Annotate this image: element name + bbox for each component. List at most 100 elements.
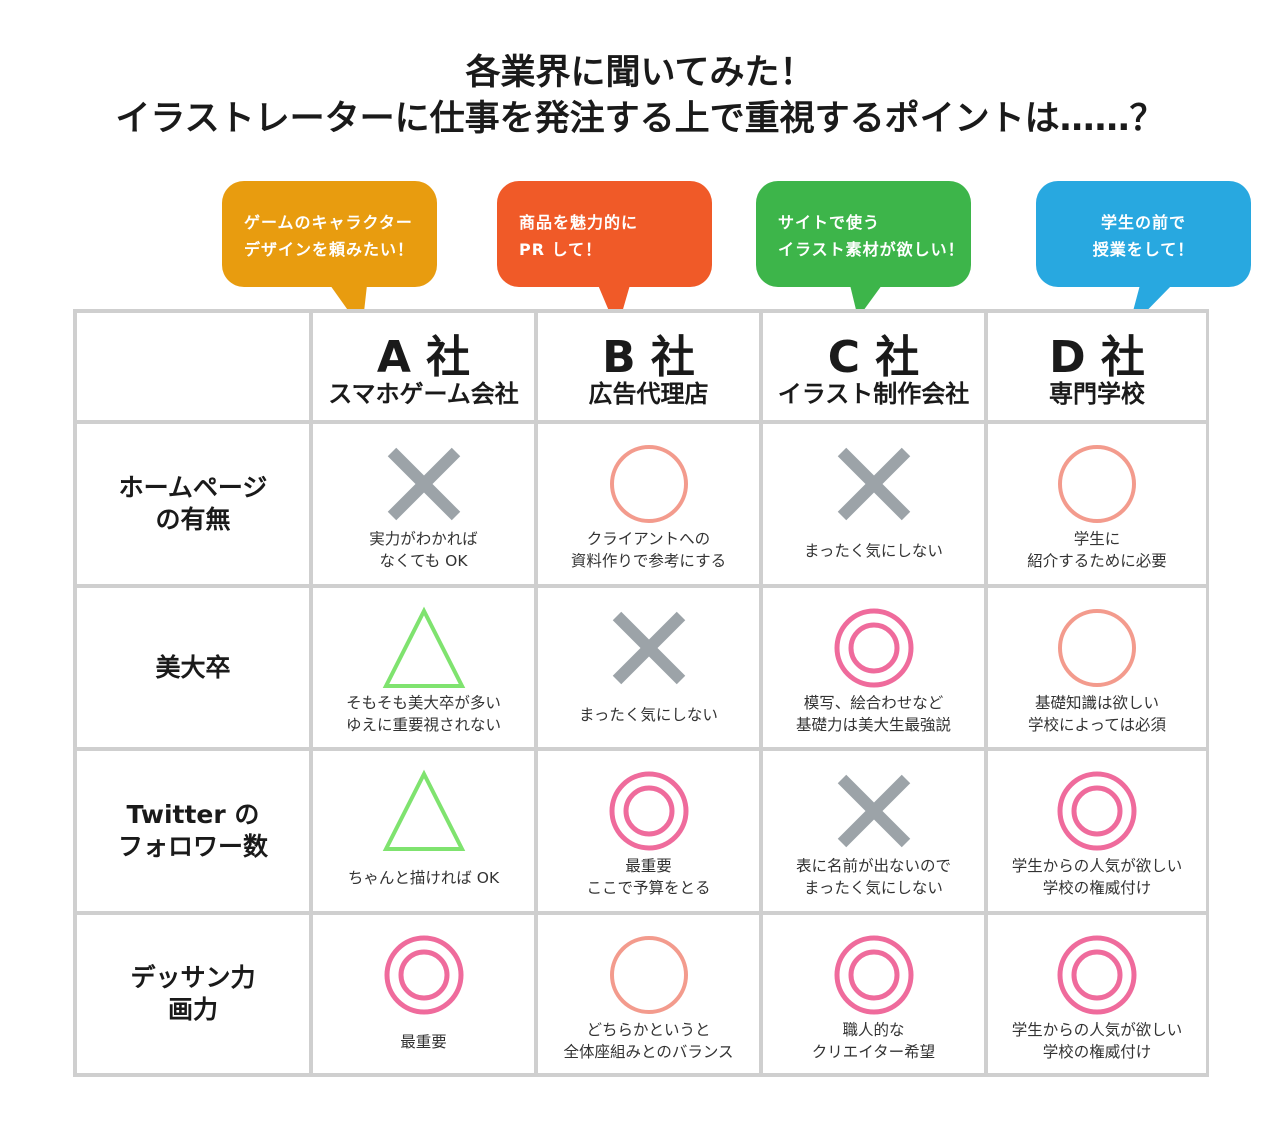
circle-mark-icon	[1058, 609, 1136, 687]
evaluation-cell: 学生に紹介するために必要	[988, 424, 1206, 584]
evaluation-note-line: 学校によっては必須	[1028, 716, 1166, 734]
evaluation-note: 学生からの人気が欲しい学校の権威付け	[988, 855, 1206, 899]
evaluation-note-line: ちゃんと描ければ OK	[347, 869, 500, 887]
evaluation-note-line: 表に名前が出ないので	[795, 857, 951, 875]
evaluation-note-line: 基礎知識は欲しい	[1034, 694, 1159, 712]
triangle-mark-icon	[382, 769, 465, 851]
evaluation-note-line: 学校の権威付け	[1042, 1043, 1152, 1061]
circle-mark-icon	[609, 445, 688, 523]
evaluation-note-line: 基礎力は美大生最強説	[795, 716, 951, 734]
evaluation-note-line: 実力がわかれば	[369, 530, 478, 548]
evaluation-note: まったく気にしない	[763, 540, 984, 562]
cross-mark-icon	[837, 447, 910, 521]
evaluation-cell: 実力がわかればなくても OK	[313, 424, 534, 584]
double-circle-mark-icon	[384, 935, 463, 1015]
evaluation-note-line: クライアントへの	[586, 530, 711, 548]
cross-mark-icon	[837, 774, 910, 848]
evaluation-note-line: そもそも美大卒が多い	[346, 694, 501, 712]
row-label: デッサン力画力	[130, 962, 255, 1026]
company-header-cell: D 社専門学校	[988, 313, 1206, 420]
evaluation-note: 模写、絵合わせなど基礎力は美大生最強説	[763, 692, 984, 736]
evaluation-note-line: 全体座組みとのバランス	[563, 1043, 734, 1061]
speech-bubble: ゲームのキャラクターデザインを頼みたい！	[222, 181, 437, 287]
bubble-text-line: イラスト素材が欲しい！	[778, 240, 965, 259]
evaluation-cell: まったく気にしない	[538, 588, 759, 747]
evaluation-note-line: まったく気にしない	[804, 542, 943, 560]
circle-mark-icon	[1058, 445, 1136, 523]
evaluation-note-line: 資料作りで参考にする	[570, 552, 727, 570]
evaluation-cell: 学生からの人気が欲しい学校の権威付け	[988, 915, 1206, 1073]
evaluation-cell: まったく気にしない	[763, 424, 984, 584]
evaluation-note: まったく気にしない	[538, 704, 759, 726]
evaluation-note-line: クリエイター希望	[811, 1043, 936, 1061]
row-label: Twitter のフォロワー数	[118, 799, 268, 863]
evaluation-note-line: 学生に	[1073, 530, 1121, 548]
double-circle-mark-icon	[834, 935, 913, 1015]
row-label-line: 美大卒	[155, 652, 231, 682]
company-header-cell: C 社イラスト制作会社	[763, 313, 984, 420]
evaluation-cell: 表に名前が出ないのでまったく気にしない	[763, 751, 984, 911]
company-industry: スマホゲーム会社	[328, 380, 519, 408]
row-label-line: の有無	[155, 505, 231, 534]
evaluation-cell: クライアントへの資料作りで参考にする	[538, 424, 759, 584]
speech-bubble-tail	[1128, 285, 1172, 330]
evaluation-note-line: ゆえに重要視されない	[345, 716, 501, 734]
double-circle-mark-icon	[834, 608, 913, 688]
row-label-line: フォロワー数	[117, 832, 268, 861]
bubble-text-line: ゲームのキャラクター	[244, 213, 413, 232]
speech-bubble: サイトで使うイラスト素材が欲しい！	[756, 181, 971, 287]
evaluation-note: 基礎知識は欲しい学校によっては必須	[988, 692, 1206, 736]
company-name: D 社	[1049, 332, 1145, 383]
page-title-line-2: イラストレーターに仕事を発注する上で重視するポイントは……？	[115, 99, 1165, 139]
evaluation-note: ちゃんと描ければ OK	[313, 867, 534, 889]
company-name: B 社	[602, 332, 695, 383]
evaluation-note: 学生に紹介するために必要	[988, 528, 1206, 572]
row-label-cell: ホームページの有無	[77, 424, 309, 584]
evaluation-note: どちらかというと全体座組みとのバランス	[538, 1019, 759, 1063]
evaluation-note-line: 学生からの人気が欲しい	[1011, 857, 1183, 875]
speech-bubble-tail	[598, 285, 630, 330]
evaluation-note: 学生からの人気が欲しい学校の権威付け	[988, 1019, 1206, 1063]
evaluation-note: 表に名前が出ないのでまったく気にしない	[763, 855, 984, 899]
bubble-text-line: 授業をして！	[1092, 240, 1195, 259]
row-label-line: ホームページ	[118, 473, 268, 502]
evaluation-cell: 最重要	[313, 915, 534, 1073]
evaluation-note-line: 紹介するために必要	[1027, 552, 1167, 570]
evaluation-note-line: 職人的な	[842, 1021, 905, 1039]
company-industry: 広告代理店	[588, 380, 709, 408]
evaluation-note: 実力がわかればなくても OK	[313, 528, 534, 572]
evaluation-cell: ちゃんと描ければ OK	[313, 751, 534, 911]
evaluation-cell: 基礎知識は欲しい学校によっては必須	[988, 588, 1206, 747]
double-circle-mark-icon	[1057, 771, 1137, 851]
evaluation-note-line: まったく気にしない	[579, 706, 718, 724]
bubble-text-line: デザインを頼みたい！	[244, 240, 415, 259]
speech-bubble: 学生の前で授業をして！	[1036, 181, 1251, 287]
evaluation-note: 職人的なクリエイター希望	[763, 1019, 984, 1063]
evaluation-cell: 職人的なクリエイター希望	[763, 915, 984, 1073]
evaluation-note-line: どちらかというと	[586, 1021, 711, 1039]
evaluation-note: クライアントへの資料作りで参考にする	[538, 528, 759, 572]
evaluation-note-line: なくても OK	[379, 552, 468, 570]
evaluation-note-line: 最重要	[625, 857, 672, 875]
row-label-cell: Twitter のフォロワー数	[77, 751, 309, 911]
row-label-cell: 美大卒	[77, 588, 309, 747]
circle-mark-icon	[609, 936, 688, 1014]
page-title-line-1: 各業界に聞いてみた！	[465, 53, 815, 93]
evaluation-note-line: ここで予算をとる	[586, 879, 711, 897]
company-header-cell: B 社広告代理店	[538, 313, 759, 420]
evaluation-cell: そもそも美大卒が多いゆえに重要視されない	[313, 588, 534, 747]
company-industry: 専門学校	[1049, 380, 1145, 408]
evaluation-note: 最重要ここで予算をとる	[538, 855, 759, 899]
company-name: C 社	[827, 332, 920, 383]
bubble-text-line: 商品を魅力的に	[519, 213, 639, 232]
cross-mark-icon	[612, 611, 685, 685]
bubble-text-line: サイトで使う	[778, 213, 881, 232]
row-label: ホームページの有無	[119, 472, 268, 536]
company-name: A 社	[376, 332, 471, 383]
company-header-cell: A 社スマホゲーム会社	[313, 313, 534, 420]
row-label-line: デッサン力	[130, 963, 256, 992]
evaluation-note: そもそも美大卒が多いゆえに重要視されない	[313, 692, 534, 736]
evaluation-note-line: まったく気にしない	[804, 879, 943, 897]
